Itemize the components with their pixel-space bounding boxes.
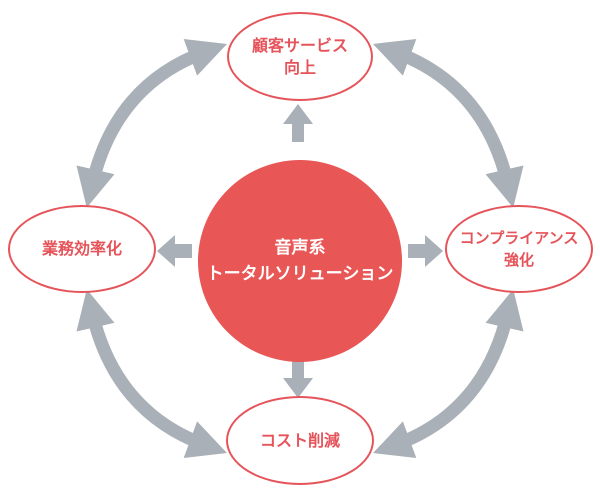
center-title-line1: 音声系 — [274, 238, 326, 258]
arrow-right-icon — [408, 235, 443, 267]
arrow-down-icon — [283, 360, 313, 398]
node-label: コンプライアンス — [459, 229, 579, 247]
arrow-up-icon — [283, 104, 313, 142]
cycle-arrow-top-right — [373, 39, 524, 208]
cycle-arrow-top-left — [76, 39, 227, 208]
center-circle: 音声系 トータルソリューション — [198, 160, 402, 362]
node-label: コスト削減 — [259, 430, 340, 450]
node-label: 向上 — [283, 57, 316, 77]
cycle-arrow-bottom-right — [373, 289, 524, 458]
cycle-arrow-bottom-left — [76, 289, 227, 458]
node-label: 業務効率化 — [41, 239, 122, 258]
node-customer-service: 顧客サービス 向上 — [227, 12, 373, 101]
node-label: 強化 — [503, 251, 534, 269]
center-title-line2: トータルソリューション — [206, 264, 394, 284]
node-label: 顧客サービス — [251, 35, 348, 55]
node-cost-reduction: コスト削減 — [226, 396, 374, 485]
node-efficiency: 業務効率化 — [8, 205, 156, 293]
node-compliance: コンプライアンス 強化 — [445, 205, 593, 293]
arrow-left-icon — [157, 235, 192, 267]
